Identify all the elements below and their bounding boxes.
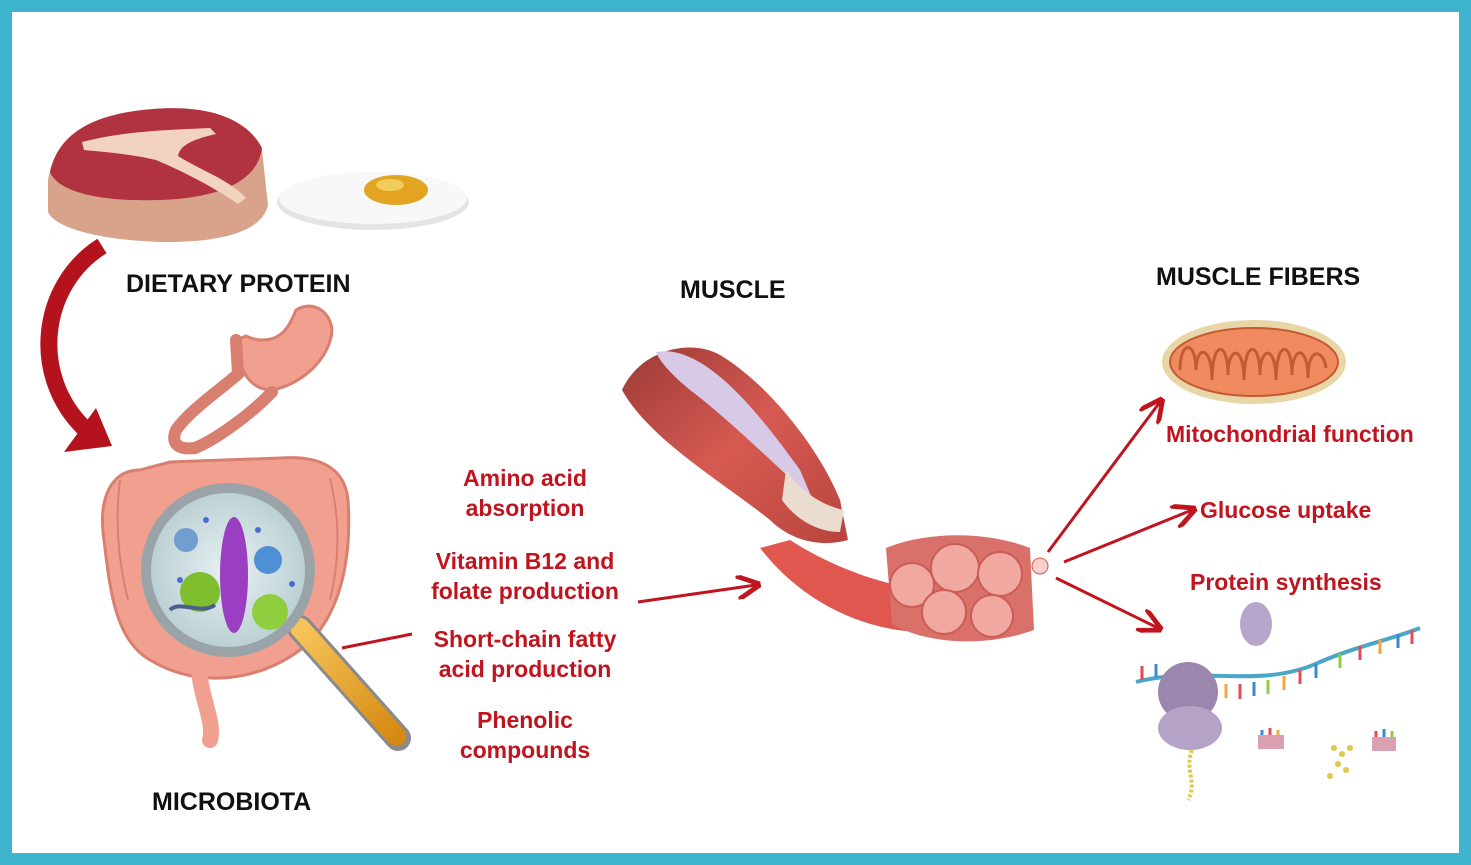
effect-line: Amino acid — [395, 463, 655, 493]
curved-arrow-icon — [49, 246, 112, 452]
arrow-to-protein-synthesis — [1056, 578, 1158, 628]
trna-icon — [1258, 728, 1396, 751]
effect-mitochondrial-function: Mitochondrial function — [1166, 419, 1414, 449]
effect-phenolic-compounds: Phenolic compounds — [395, 705, 655, 765]
effect-vitamin-b12-folate: Vitamin B12 and folate production — [395, 546, 655, 606]
effect-glucose-uptake: Glucose uptake — [1200, 495, 1371, 525]
amino-acid-dots-icon — [1327, 745, 1353, 779]
fiber-bundle-icon — [886, 535, 1048, 641]
label-muscle-fibers: MUSCLE FIBERS — [1156, 263, 1360, 292]
label-muscle: MUSCLE — [680, 276, 786, 305]
effect-short-chain-fatty-acid: Short-chain fatty acid production — [395, 624, 655, 684]
steak-icon — [48, 108, 268, 242]
effect-line: Phenolic — [395, 705, 655, 735]
arrow-to-muscle — [638, 585, 756, 602]
magnifier-microbes-icon — [146, 488, 398, 738]
effect-line: absorption — [395, 493, 655, 523]
arrow-to-glucose — [1064, 510, 1192, 562]
ribosome-mrna-icon — [1136, 602, 1420, 800]
effect-line: Vitamin B12 and — [395, 546, 655, 576]
effect-line: compounds — [395, 735, 655, 765]
effect-protein-synthesis: Protein synthesis — [1190, 567, 1382, 597]
effect-line: acid production — [395, 654, 655, 684]
effect-amino-acid-absorption: Amino acid absorption — [395, 463, 655, 523]
label-microbiota: MICROBIOTA — [152, 788, 311, 817]
mitochondrion-icon — [1162, 320, 1346, 404]
effect-line: Short-chain fatty — [395, 624, 655, 654]
effect-line: folate production — [395, 576, 655, 606]
fried-egg-icon — [277, 172, 469, 230]
label-dietary-protein: DIETARY PROTEIN — [126, 270, 351, 299]
